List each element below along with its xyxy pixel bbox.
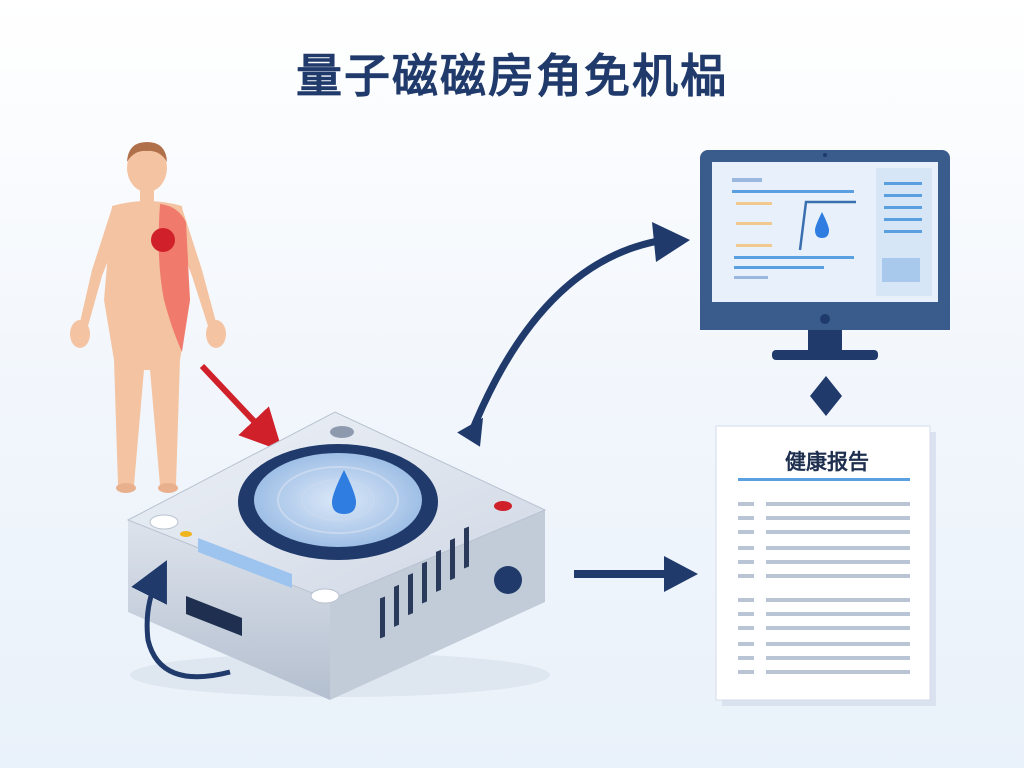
page-title: 量子磁磁房角免机榀 [296,49,728,103]
device-monitor-link-arrow [466,236,665,438]
quantum-analyzer-device-icon [126,411,550,700]
human-figure-icon [70,142,226,493]
monitor-report-connector [810,376,842,416]
health-report-document-icon [715,425,936,706]
monitor-icon [700,150,950,360]
report-title: 健康报告 [785,450,869,474]
device-feedback-loop-arrow [131,560,231,680]
body-to-device-arrow [199,363,283,452]
